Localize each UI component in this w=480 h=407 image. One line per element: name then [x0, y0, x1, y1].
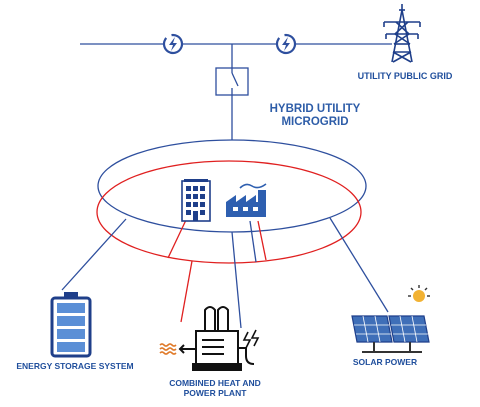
utility-grid-label: UTILITY PUBLIC GRID: [357, 71, 453, 81]
microgrid-red-ring: [96, 160, 362, 264]
lightning-bolt-icon: [275, 33, 297, 55]
chp-feeder-line-red: [180, 260, 193, 323]
battery-icon: [50, 292, 92, 358]
microgrid-label: HYBRID UTILITY MICROGRID: [260, 103, 370, 129]
chp-feeder-line-blue: [231, 231, 242, 329]
internal-line-red2: [257, 220, 267, 261]
factory-icon: [226, 183, 267, 217]
switch-icon: [215, 67, 249, 96]
internal-line-red: [167, 219, 187, 259]
sun-icon: [408, 285, 430, 302]
office-building-icon: [181, 179, 211, 222]
chp-label-line2: POWER PLANT: [183, 387, 247, 398]
microgrid-label-line1: HYBRID UTILITY: [269, 103, 361, 115]
solar-feeder-line: [329, 217, 389, 313]
microgrid-label-line2: MICROGRID: [281, 116, 349, 129]
chp-label: COMBINED HEAT AND POWER PLANT: [155, 378, 275, 399]
transmission-tower-icon: [383, 4, 421, 63]
energy-storage-label: ENERGY STORAGE SYSTEM: [16, 361, 134, 371]
internal-line-blue: [249, 220, 257, 263]
heat-waves-icon: [159, 343, 177, 355]
ess-feeder-line: [61, 218, 127, 291]
power-plant-icon: [178, 306, 260, 371]
lightning-bolt-icon: [162, 33, 184, 55]
chp-label-line1: COMBINED HEAT AND: [169, 378, 261, 388]
microgrid-blue-ring: [97, 139, 367, 233]
solar-panel-icon: [351, 315, 430, 353]
solar-label: SOLAR POWER: [352, 357, 418, 367]
